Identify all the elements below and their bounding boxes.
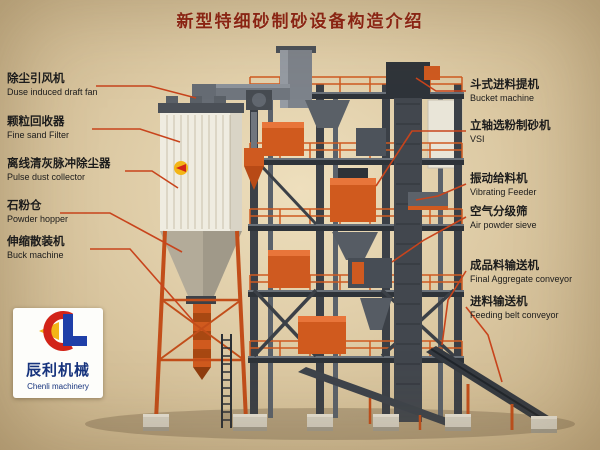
access-ladder bbox=[221, 334, 232, 428]
label-en: Duse induced draft fan bbox=[7, 86, 98, 97]
label-vsi: 立轴选粉制砂机 VSI bbox=[470, 119, 551, 146]
leader-pulse-dust-collector bbox=[125, 170, 179, 189]
auxiliary-equipment bbox=[262, 100, 392, 354]
label-zh: 伸缩散装机 bbox=[7, 236, 65, 248]
label-zh: 石粉仓 bbox=[7, 200, 42, 212]
company-name-en: Chenli machinery bbox=[27, 382, 89, 391]
company-name-zh: 辰利机械 bbox=[25, 362, 90, 379]
leader-final-aggregate-conveyor bbox=[441, 270, 467, 346]
feeding-belt-conveyor bbox=[426, 346, 552, 430]
label-zh: 除尘引风机 bbox=[7, 73, 65, 85]
label-zh: 离线清灰脉冲除尘器 bbox=[7, 158, 111, 170]
leader-powder-hopper bbox=[60, 212, 183, 253]
leader-dust-fan bbox=[96, 85, 197, 99]
leader-air-powder-sieve bbox=[391, 216, 467, 263]
chenli-logo-mark bbox=[39, 311, 87, 351]
induced-draft-fan bbox=[246, 90, 272, 110]
page-title: 新型特细砂制砂设备构造介绍 bbox=[176, 12, 424, 31]
leader-lines bbox=[60, 77, 503, 383]
label-final-aggregate-conveyor: 成品料输送机 Final Aggregate conveyor bbox=[470, 259, 572, 286]
label-en: Final Aggregate conveyor bbox=[470, 273, 573, 284]
label-en: VSI bbox=[470, 133, 485, 144]
leader-feeding-belt-conveyor bbox=[465, 306, 503, 383]
label-en: Fine sand Filter bbox=[7, 129, 70, 140]
label-feeding-belt-conveyor: 进料输送机 Feeding belt conveyor bbox=[470, 295, 559, 322]
leader-vibrating-feeder bbox=[415, 183, 467, 201]
label-dust-induced-draft-fan: 除尘引风机 Duse induced draft fan bbox=[7, 72, 98, 99]
label-zh: 空气分级筛 bbox=[470, 206, 528, 218]
leader-fine-sand-filter bbox=[92, 128, 181, 143]
label-zh: 振动给料机 bbox=[470, 173, 528, 185]
air-powder-sieve bbox=[348, 258, 392, 288]
label-pulse-dust-collector: 离线清灰脉冲除尘器 Pulse dust collector bbox=[7, 157, 111, 184]
leader-vsi bbox=[375, 130, 466, 187]
label-en: Bucket machine bbox=[470, 92, 535, 103]
label-zh: 立轴选粉制砂机 bbox=[470, 120, 551, 132]
fine-sand-filter-cyclone bbox=[244, 112, 264, 190]
powder-hopper bbox=[160, 231, 242, 304]
label-en: Vibrating Feeder bbox=[470, 186, 537, 197]
leader-bucket-machine bbox=[415, 77, 466, 92]
label-vibrating-feeder: 振动给料机 Vibrating Feeder bbox=[470, 172, 536, 199]
company-logo: 辰利机械 Chenli machinery bbox=[13, 308, 103, 398]
label-buck-machine: 伸缩散装机 Buck machine bbox=[7, 235, 65, 262]
label-en: Powder hopper bbox=[7, 213, 69, 224]
label-zh: 斗式进料提机 bbox=[470, 79, 539, 91]
telescopic-bulk-loader bbox=[193, 304, 211, 380]
label-zh: 颗粒回收器 bbox=[7, 116, 65, 128]
pulse-dust-collector bbox=[158, 96, 244, 231]
label-en: Feeding belt conveyor bbox=[470, 309, 559, 320]
label-bucket-machine: 斗式进料提机 Bucket machine bbox=[470, 78, 539, 105]
label-zh: 进料输送机 bbox=[470, 296, 528, 308]
leader-buck-machine bbox=[90, 248, 195, 323]
label-zh: 成品料输送机 bbox=[470, 260, 539, 272]
vsi-crusher bbox=[330, 168, 376, 222]
label-air-powder-sieve: 空气分级筛 Air powder sieve bbox=[470, 205, 537, 232]
final-aggregate-conveyor bbox=[298, 367, 458, 430]
bucket-elevator bbox=[386, 62, 440, 422]
label-en: Pulse dust collector bbox=[7, 171, 86, 182]
label-fine-sand-filter: 颗粒回收器 Fine sand Filter bbox=[7, 115, 69, 142]
label-powder-hopper: 石粉仓 Powder hopper bbox=[7, 199, 68, 226]
label-en: Air powder sieve bbox=[470, 219, 537, 230]
label-en: Buck machine bbox=[7, 249, 64, 260]
